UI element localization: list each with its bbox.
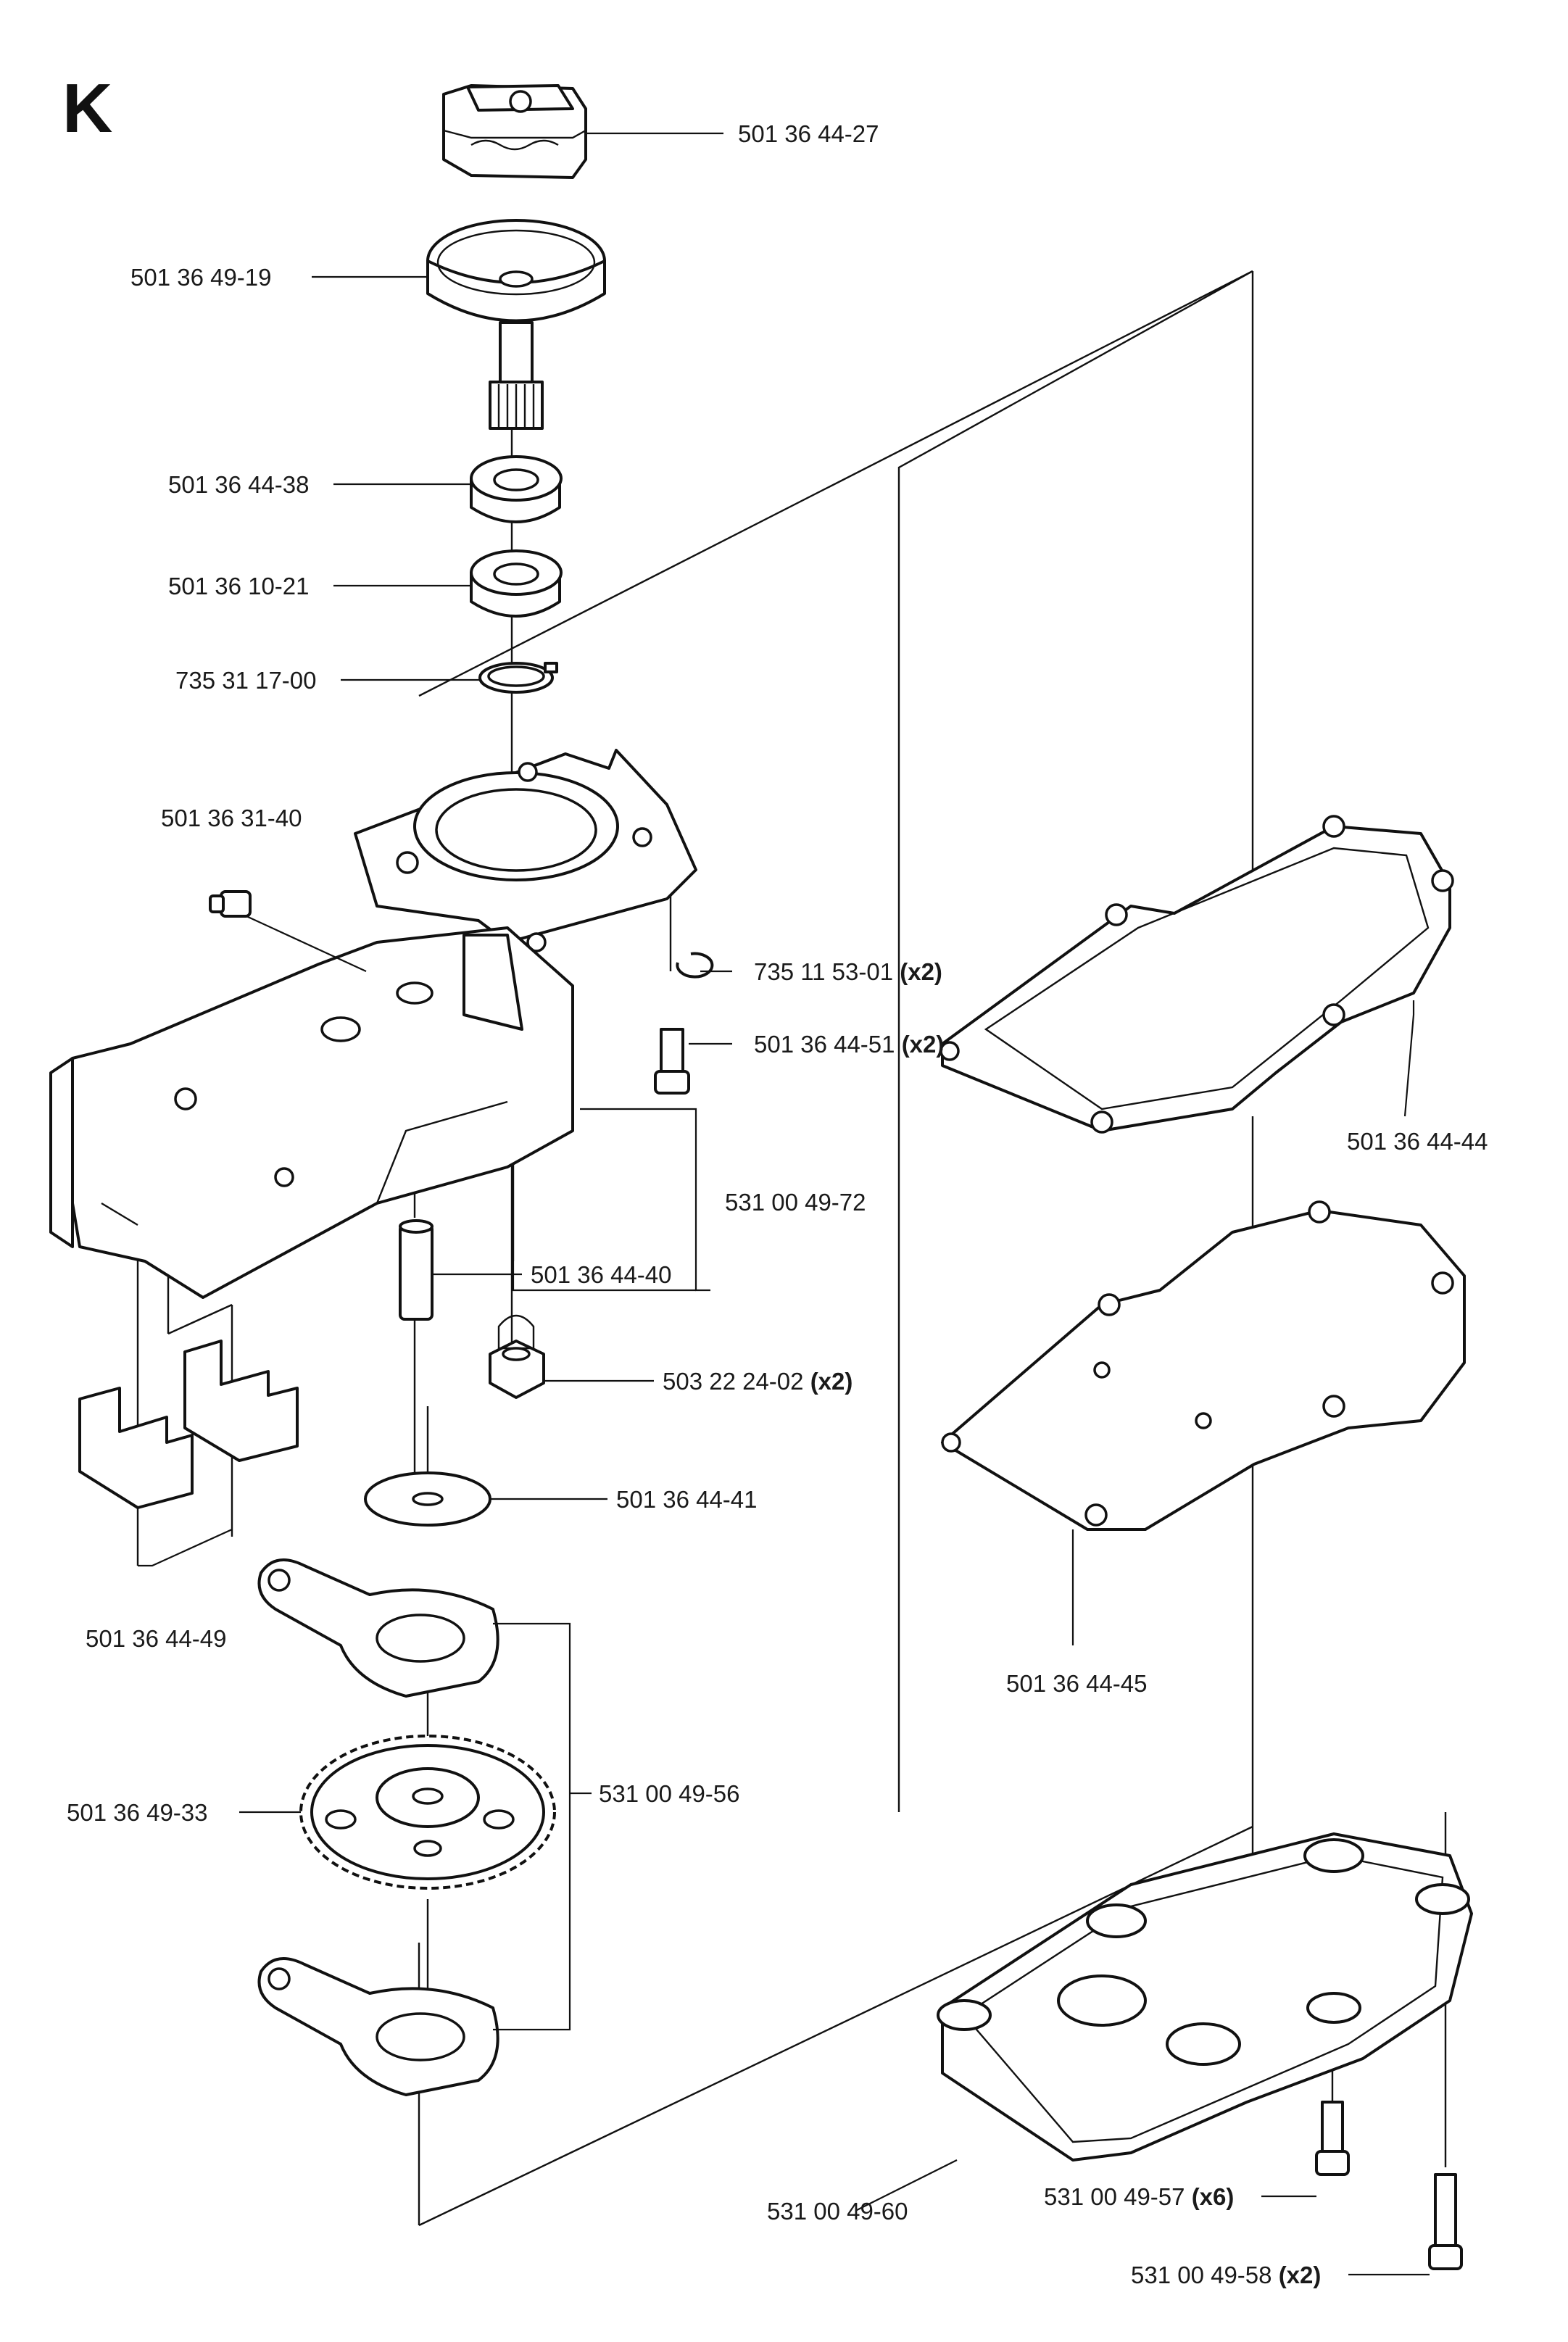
gasket-part[interactable] xyxy=(939,815,1454,1134)
upper-arm-part[interactable] xyxy=(257,1558,499,1698)
part-label-501-36-44-38[interactable]: 501 36 44-38 xyxy=(168,471,310,498)
part-label-501-36-44-51[interactable]: 501 36 44-51 (x2) xyxy=(754,1031,944,1058)
pin-part[interactable] xyxy=(399,1219,434,1321)
part-label-501-36-44-40[interactable]: 501 36 44-40 xyxy=(531,1261,672,1288)
part-label-501-36-49-33[interactable]: 501 36 49-33 xyxy=(67,1799,208,1826)
bumper-part[interactable] xyxy=(78,1340,299,1509)
gear-cover-part[interactable] xyxy=(937,1832,1473,2162)
part-label-735-11-53-01[interactable]: 735 11 53-01 (x2) xyxy=(754,958,942,985)
screw-part-2[interactable] xyxy=(1315,2101,1350,2176)
leader-lines xyxy=(138,132,1430,2276)
clutch-drum-part[interactable] xyxy=(426,219,606,430)
gear-housing-part[interactable] xyxy=(49,749,697,1299)
part-label-501-36-31-40[interactable]: 501 36 31-40 xyxy=(161,805,302,831)
part-label-531-00-49-57[interactable]: 531 00 49-57 (x6) xyxy=(1044,2183,1234,2210)
part-label-501-36-44-49[interactable]: 501 36 44-49 xyxy=(86,1625,227,1652)
screw-part-3[interactable] xyxy=(1428,2173,1463,2270)
screw-part-1[interactable] xyxy=(654,1028,690,1095)
part-label-531-00-49-58[interactable]: 531 00 49-58 (x2) xyxy=(1131,2262,1321,2288)
part-label-501-36-49-19[interactable]: 501 36 49-19 xyxy=(130,264,272,291)
bearing-part-1[interactable] xyxy=(470,455,563,523)
lock-nut-part[interactable] xyxy=(489,1314,545,1399)
grease-nipple-part[interactable] xyxy=(209,890,252,918)
circlip-part[interactable] xyxy=(478,662,558,694)
part-label-503-22-24-02[interactable]: 503 22 24-02 (x2) xyxy=(663,1368,853,1395)
washer-part[interactable] xyxy=(364,1471,491,1527)
part-label-531-00-49-56[interactable]: 531 00 49-56 xyxy=(599,1780,740,1807)
part-labels: 501 36 44-27 501 36 49-19 501 36 44-38 5… xyxy=(67,120,1488,2288)
part-label-531-00-49-60[interactable]: 531 00 49-60 xyxy=(767,2198,908,2225)
small-circlip-part[interactable] xyxy=(676,952,714,979)
part-label-501-36-44-44[interactable]: 501 36 44-44 xyxy=(1347,1128,1488,1155)
part-label-735-31-17-00[interactable]: 735 31 17-00 xyxy=(175,667,317,694)
part-label-501-36-10-21[interactable]: 501 36 10-21 xyxy=(168,573,310,599)
lower-arm-part[interactable] xyxy=(257,1957,499,2096)
part-label-531-00-49-72[interactable]: 531 00 49-72 xyxy=(725,1189,866,1216)
clutch-part[interactable] xyxy=(442,84,587,179)
bearing-part-2[interactable] xyxy=(470,549,563,618)
part-label-501-36-44-45[interactable]: 501 36 44-45 xyxy=(1006,1670,1148,1697)
cover-plate-part[interactable] xyxy=(941,1200,1466,1531)
section-letter: K xyxy=(62,70,112,147)
part-label-501-36-44-27[interactable]: 501 36 44-27 xyxy=(738,120,879,147)
gear-part[interactable] xyxy=(299,1735,556,1890)
part-label-501-36-44-41[interactable]: 501 36 44-41 xyxy=(616,1486,758,1513)
